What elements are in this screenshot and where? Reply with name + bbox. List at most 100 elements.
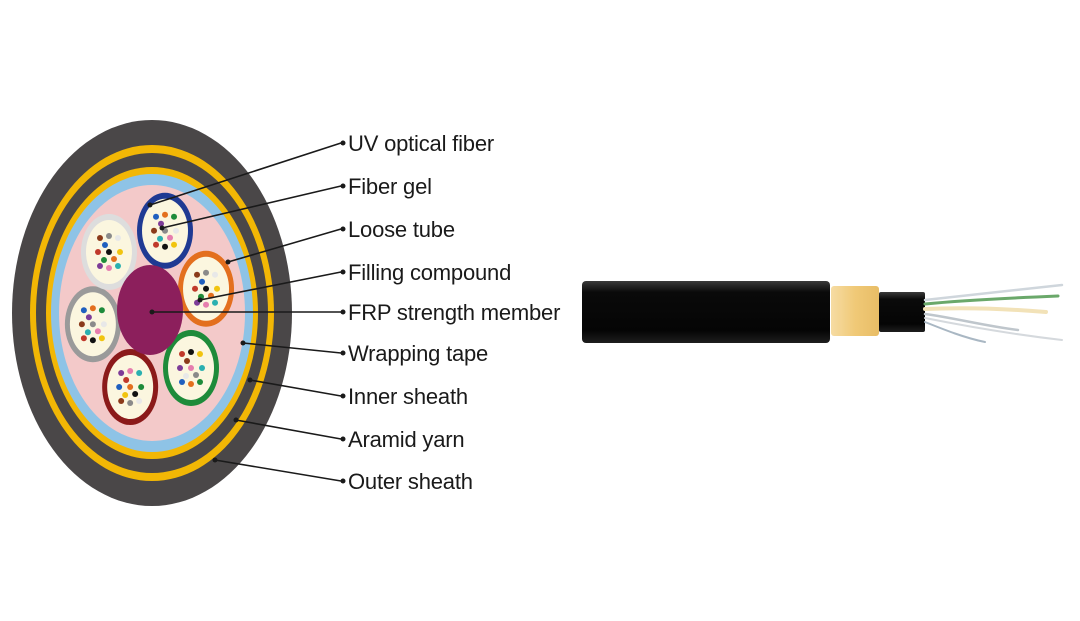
optical-fiber — [184, 357, 191, 364]
callout: Wrapping tape — [240, 340, 488, 366]
loose-tube — [137, 192, 194, 269]
optical-fiber — [199, 278, 206, 285]
loose-tube — [163, 329, 220, 406]
optical-fiber — [100, 257, 107, 264]
optical-fiber — [85, 314, 92, 321]
label-dot — [340, 436, 346, 442]
optical-fiber — [138, 384, 145, 391]
loose-tube — [64, 286, 121, 363]
optical-fiber — [188, 364, 195, 371]
optical-fiber — [136, 398, 143, 405]
loose-tube — [80, 214, 137, 291]
callout-label: Filling compound — [348, 260, 511, 285]
callout-label: UV optical fiber — [348, 131, 494, 156]
optical-fiber — [153, 241, 160, 248]
optical-fiber — [197, 378, 204, 385]
leader-line — [149, 142, 342, 206]
callout-label: Loose tube — [348, 217, 455, 242]
optical-fiber — [212, 271, 219, 278]
leader-dot — [225, 259, 231, 265]
optical-fiber — [203, 269, 210, 276]
optical-fiber — [162, 211, 169, 218]
leader-line — [227, 228, 342, 263]
label-dot — [340, 478, 346, 484]
optical-fiber — [171, 241, 178, 248]
optical-fiber — [127, 384, 134, 391]
optical-fiber — [167, 234, 174, 241]
callout-label: Wrapping tape — [348, 341, 488, 366]
callout: Loose tube — [225, 217, 455, 265]
label-dot — [340, 140, 346, 146]
optical-fiber — [96, 263, 103, 270]
optical-fiber — [193, 371, 200, 378]
callout: FRP strength member — [149, 300, 560, 325]
outer-jacket — [582, 281, 830, 343]
optical-fiber — [94, 328, 101, 335]
optical-fiber — [127, 368, 134, 375]
optical-fiber — [136, 370, 143, 377]
optical-fiber — [105, 249, 112, 256]
optical-fiber — [203, 301, 210, 308]
callout: Filling compound — [197, 260, 511, 303]
optical-fiber — [78, 321, 85, 328]
leader-dot — [212, 457, 218, 463]
optical-fiber — [214, 285, 221, 292]
optical-fiber — [188, 380, 195, 387]
callout-label: Aramid yarn — [348, 427, 464, 452]
optical-fiber — [153, 213, 160, 220]
optical-fiber — [116, 249, 123, 256]
label-dot — [340, 269, 346, 275]
optical-fiber — [80, 307, 87, 314]
optical-fiber — [212, 299, 219, 306]
optical-fiber — [98, 335, 105, 342]
optical-fiber — [118, 398, 125, 405]
aramid-yarn-band — [831, 286, 879, 336]
optical-fiber — [157, 235, 164, 242]
callout: Inner sheath — [247, 377, 468, 409]
optical-fiber — [98, 307, 105, 314]
optical-fiber — [89, 321, 96, 328]
optical-fiber — [192, 285, 199, 292]
optical-fiber — [89, 337, 96, 344]
exposed-fibers — [923, 283, 1064, 343]
leader-dot — [149, 309, 155, 315]
optical-fiber — [162, 243, 169, 250]
optical-fiber — [118, 370, 125, 377]
optical-fiber — [197, 350, 204, 357]
leader-line — [214, 459, 342, 482]
leader-line — [199, 271, 342, 301]
optical-fiber — [105, 265, 112, 272]
leader-dot — [240, 340, 246, 346]
optical-fiber — [203, 285, 210, 292]
callout-label: Fiber gel — [348, 174, 432, 199]
leader-line — [161, 185, 342, 229]
optical-fiber — [94, 249, 101, 256]
callout-label: FRP strength member — [348, 300, 560, 325]
leader-line — [242, 342, 342, 354]
callout-label: Outer sheath — [348, 469, 473, 494]
optical-fiber — [123, 377, 130, 384]
optical-fiber — [84, 329, 91, 336]
optical-fiber — [132, 391, 139, 398]
frp-strength-member — [117, 265, 183, 355]
label-dot — [340, 393, 346, 399]
optical-fiber — [122, 392, 129, 399]
optical-fiber — [173, 227, 180, 234]
callout: UV optical fiber — [147, 131, 494, 208]
optical-fiber — [110, 256, 117, 263]
inner-jacket — [879, 292, 925, 332]
callout: Outer sheath — [212, 457, 473, 494]
optical-fiber — [100, 321, 107, 328]
leader-dot — [247, 377, 253, 383]
optical-fiber — [151, 227, 158, 234]
leader-dot — [197, 297, 203, 303]
optical-fiber — [116, 384, 123, 391]
loose-tubes — [64, 192, 235, 426]
optical-fiber — [105, 233, 112, 240]
callout-label: Inner sheath — [348, 384, 468, 409]
optical-fiber — [194, 271, 201, 278]
optical-fiber — [101, 242, 108, 249]
leader-line — [249, 379, 342, 397]
